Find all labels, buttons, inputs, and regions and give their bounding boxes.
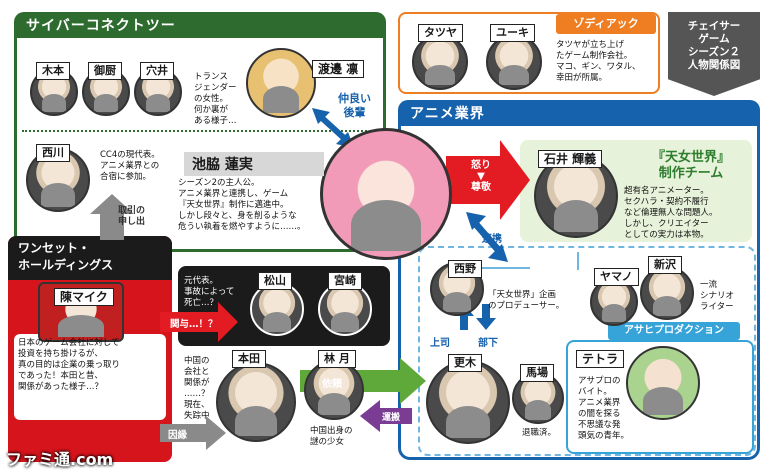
name-honda: 本田	[232, 350, 266, 368]
group-asahi-title: アサヒプロダクション	[608, 322, 740, 340]
title-line-2: ゲーム	[698, 33, 730, 45]
arrow-deal	[90, 194, 134, 240]
chart-title: チェイサー ゲーム シーズン２ 人物関係図	[668, 20, 760, 72]
name-chen: 陳マイク	[54, 288, 114, 306]
name-ikewaki: 池脇 蓮実	[184, 152, 324, 176]
portrait-ishii	[534, 154, 618, 238]
arrow-transport	[360, 400, 412, 432]
desc-niizawa: 一流 シナリオ ライター	[700, 280, 735, 312]
desc-matsuyama: 元代表。 事故によって 死亡…？	[184, 276, 235, 308]
label-collab: 連携	[482, 234, 502, 245]
label-friends: 仲良い 後輩	[338, 92, 371, 119]
arrow-involve	[160, 302, 238, 342]
name-mikuriya: 御厨	[88, 62, 122, 80]
tenjo-team-label: 『天女世界』 制作チーム	[651, 150, 730, 181]
label-anger: 怒り ▼ 尊敬	[471, 160, 491, 193]
portrait-ikewaki	[320, 128, 452, 260]
label-request: 依頼	[322, 379, 342, 390]
name-baba: 馬場	[520, 364, 554, 382]
name-ishii: 石井 輝義	[538, 150, 603, 168]
desc-ishii: 超有名アニメーター。 セクハラ・契約不履行 など倫理無人な問題人。 しかし、クリ…	[624, 186, 718, 240]
desc-nishino: 「天女世界」企画 のプロデューサー。	[488, 290, 565, 311]
portrait-niizawa	[640, 266, 694, 320]
oneset-desc-panel	[14, 334, 166, 420]
desc-zodiac: タツヤが立ち上げ たゲーム制作会社。 マコ、ギン、ワタル、 幸田が所属。	[556, 40, 641, 83]
label-deal: 取引の 申し出	[118, 206, 146, 227]
cyberconnect-divider	[22, 130, 382, 132]
name-tatsuya: タツヤ	[418, 24, 463, 42]
chart-title-badge	[668, 12, 760, 96]
group-zodiac-title: ゾディアック	[556, 14, 656, 34]
desc-baba: 退職済。	[522, 428, 557, 438]
name-hayashi: 林 月	[318, 350, 356, 368]
name-nishino: 西野	[448, 260, 482, 278]
portrait-yamano	[590, 278, 638, 326]
group-oneset-title-bar	[8, 236, 172, 280]
portrait-sarashina	[426, 360, 510, 444]
portrait-tetora	[626, 346, 700, 420]
name-sarashina: 更木	[448, 354, 482, 372]
desc-tetora: アサプロの バイト。 アニメ業界 の闇を探る 不思議な発 頭気の青年。	[578, 376, 630, 441]
title-line-1: チェイサー	[687, 20, 741, 32]
name-kimoto: 木本	[36, 62, 70, 80]
desc-watanabe: トランス ジェンダー の女性。 何か裏が ある様子…	[194, 72, 237, 126]
group-production-dashed	[418, 246, 756, 456]
title-line-4: 人物関係図	[687, 59, 741, 71]
desc-honda: 中国の 会社と 関係が ……？ 現在、 失踪中	[184, 356, 210, 421]
arrow-request	[300, 358, 426, 404]
portrait-miyazaki	[318, 282, 372, 336]
label-involve: 関与…！？	[170, 319, 218, 330]
arrow-friends	[312, 108, 354, 148]
watermark-logo: ファミ通.com	[6, 450, 114, 469]
group-anime-title: アニメ業界	[398, 100, 760, 126]
portrait-matsuyama	[250, 282, 304, 336]
group-asahi	[566, 340, 754, 454]
group-cyberconnect-title: サイバーコネクトツー	[14, 12, 386, 38]
arrow-anger	[446, 140, 530, 220]
name-anai: 穴井	[140, 62, 174, 80]
portrait-yuki	[486, 34, 542, 90]
name-niizawa: 新沢	[648, 256, 682, 274]
desc-hayashi: 中国出身の 謎の少女	[310, 426, 353, 447]
name-yamano: ヤマノ	[594, 268, 639, 286]
label-boss: 上司	[430, 338, 450, 349]
name-matsuyama: 松山	[258, 272, 292, 290]
label-subordinate: 部下	[478, 338, 498, 349]
arrow-collab	[466, 212, 508, 262]
name-tetora: テトラ	[576, 350, 625, 368]
name-watanabe: 渡邊 凛	[312, 60, 365, 78]
desc-nishikawa: CC4の現代表。 アニメ業界との 合宿に参加。	[100, 150, 160, 182]
label-transport: 運搬	[382, 413, 401, 423]
portrait-hayashi	[304, 360, 364, 420]
desc-ikewaki: シーズン2の主人公。 アニメ業界と連携し、ゲーム 『天女世界』制作に邁進中。 し…	[178, 178, 306, 232]
arrow-fate	[160, 416, 226, 450]
portrait-honda	[216, 362, 296, 442]
label-fate: 因縁	[168, 430, 188, 441]
title-line-3: シーズン２	[688, 46, 740, 58]
group-oneset-title: ワンセット・ ホールディングス	[18, 241, 114, 272]
name-miyazaki: 宮崎	[328, 272, 362, 290]
portrait-watanabe	[246, 48, 316, 118]
desc-chen: 日本のゲーム会社に対して 投資を持ち掛けるが、 真の目的は企業の乗っ取り であっ…	[18, 338, 121, 392]
name-nishikawa: 西川	[36, 144, 70, 162]
name-yuki: ユーキ	[490, 24, 535, 42]
portrait-tatsuya	[412, 34, 468, 90]
